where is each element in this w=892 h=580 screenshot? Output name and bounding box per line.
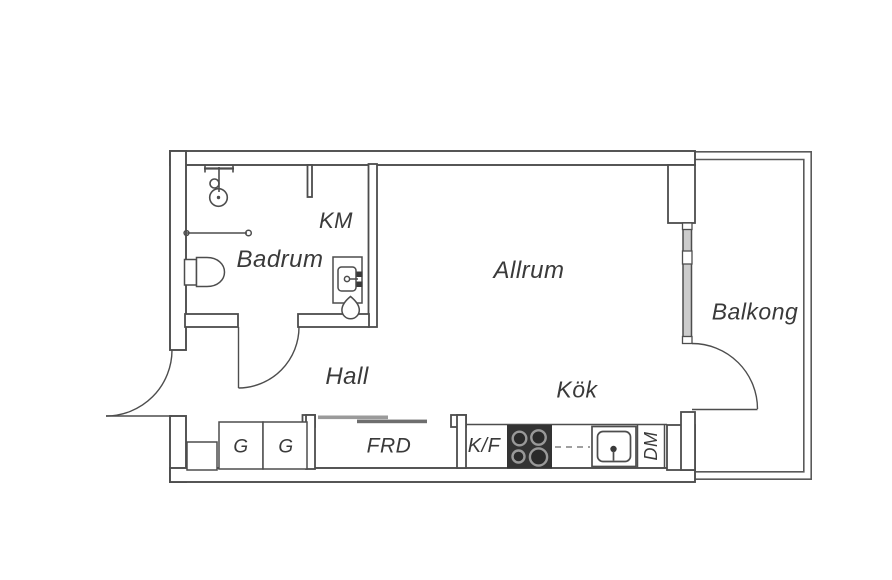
sliding-door-icon xyxy=(318,415,427,424)
window-wall-icon xyxy=(681,222,693,345)
room-label-allrum: Allrum xyxy=(493,257,565,284)
room-label-kf: K/F xyxy=(467,435,501,457)
room-label-kok: Kök xyxy=(556,376,598,403)
room-label-frd: FRD xyxy=(366,434,412,458)
wall-segment xyxy=(169,150,696,166)
room-label-hall: Hall xyxy=(325,363,369,390)
entrance-door-swing-icon xyxy=(105,349,173,417)
wall-segment xyxy=(184,313,239,328)
washbasin-icon xyxy=(332,256,363,320)
room-label-km: KM xyxy=(319,208,353,233)
wall-segment xyxy=(306,164,313,198)
kitchen-counter xyxy=(466,423,667,469)
room-label-g1: G xyxy=(233,436,249,458)
room-label-balkong: Balkong xyxy=(711,298,799,325)
wall-segment xyxy=(367,163,378,328)
balcony-railing xyxy=(695,151,812,480)
wardrobe-box-icon xyxy=(218,421,264,470)
shower-rail-icon xyxy=(183,229,253,237)
wall-segment xyxy=(169,467,696,483)
shoe-cabinet-box xyxy=(186,441,218,471)
drain-icon xyxy=(341,295,361,320)
room-label-dm: DM xyxy=(641,431,661,461)
toilet-icon xyxy=(183,256,226,288)
interior-walls xyxy=(184,163,696,471)
bathroom-door-swing-icon xyxy=(237,326,300,389)
wall-segment xyxy=(456,414,467,469)
wall-segment xyxy=(667,164,696,224)
balcony-door-swing-icon xyxy=(691,342,759,411)
room-label-badrum: Badrum xyxy=(236,246,324,273)
room-label-g2: G xyxy=(278,436,294,458)
dishwasher-cell xyxy=(636,425,666,468)
kitchen-sink-icon xyxy=(591,425,637,468)
wardrobe-box-icon xyxy=(262,421,308,470)
shower-icon xyxy=(204,164,234,208)
outer-walls xyxy=(169,150,696,483)
wardrobe-cabinets xyxy=(186,421,308,471)
wall-segment xyxy=(297,313,370,328)
stove-icon xyxy=(507,425,552,469)
wall-segment xyxy=(680,411,696,471)
wall-segment xyxy=(169,150,187,351)
